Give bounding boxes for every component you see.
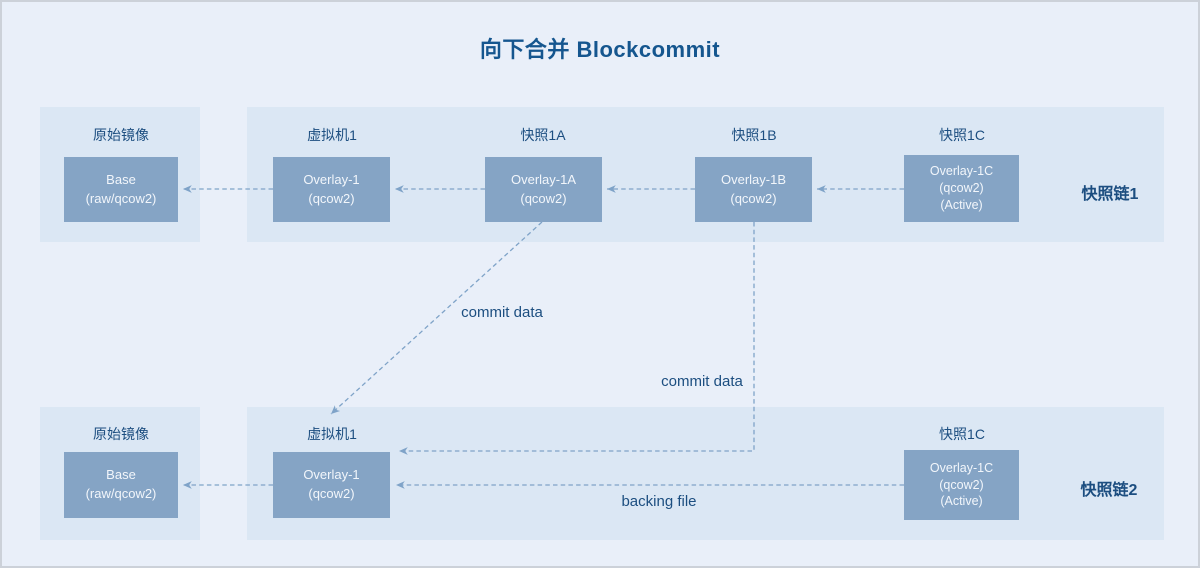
box-base-chain2-line1: Base (106, 467, 136, 483)
label-commit-data-1: commit data (461, 304, 543, 321)
label-backing-file: backing file (621, 493, 697, 510)
box-overlay1a: Overlay-1A (qcow2) (485, 157, 602, 222)
label-origin-image-chain1: 原始镜像 (93, 127, 149, 143)
box-overlay1c-chain1-line3: (Active) (940, 197, 983, 212)
box-overlay1c-chain1-line2: (qcow2) (939, 181, 984, 196)
box-base-chain1-line1: Base (106, 171, 136, 187)
box-overlay1-chain2: Overlay-1 (qcow2) (273, 452, 390, 518)
label-origin-image-chain2: 原始镜像 (93, 426, 149, 442)
label-snapshot-1b: 快照1B (731, 127, 777, 143)
label-chain2: 快照链2 (1080, 482, 1138, 499)
label-snapshot-1c-chain1: 快照1C (939, 127, 985, 143)
box-base-chain2: Base (raw/qcow2) (64, 452, 178, 518)
box-overlay1c-chain2-line1: Overlay-1C (929, 460, 994, 475)
box-overlay1-chain2-line1: Overlay-1 (303, 467, 360, 483)
label-vm1-chain2: 虚拟机1 (307, 426, 357, 442)
box-base-chain2-line2: (raw/qcow2) (85, 486, 157, 501)
box-base-chain1: Base (raw/qcow2) (64, 157, 178, 222)
box-overlay1c-chain2: Overlay-1C (qcow2) (Active) (904, 450, 1019, 520)
label-snapshot-1c-chain2: 快照1C (939, 426, 985, 442)
label-commit-data-2: commit data (661, 373, 743, 390)
box-overlay1a-line1: Overlay-1A (510, 171, 577, 187)
box-overlay1c-chain2-line3: (Active) (940, 494, 983, 509)
box-overlay1b-line1: Overlay-1B (720, 171, 787, 187)
box-overlay1-chain1: Overlay-1 (qcow2) (273, 157, 390, 222)
label-snapshot-1a: 快照1A (520, 127, 566, 143)
label-chain1: 快照链1 (1081, 186, 1139, 203)
box-overlay1-chain2-line2: (qcow2) (308, 486, 355, 501)
diagram-title: 向下合并 Blockcommit (479, 37, 721, 62)
box-overlay1b: Overlay-1B (qcow2) (695, 157, 812, 222)
box-overlay1-chain1-line1: Overlay-1 (303, 171, 360, 187)
box-overlay1c-chain1-line1: Overlay-1C (929, 164, 994, 179)
box-overlay1b-line2: (qcow2) (730, 190, 777, 206)
label-vm1-chain1: 虚拟机1 (307, 127, 357, 143)
box-overlay1a-line2: (qcow2) (520, 190, 567, 206)
box-overlay1-chain1-line2: (qcow2) (308, 190, 355, 206)
box-overlay1c-chain1: Overlay-1C (qcow2) (Active) (904, 155, 1019, 222)
box-overlay1c-chain2-line2: (qcow2) (939, 477, 984, 492)
box-base-chain1-line2: (raw/qcow2) (85, 190, 157, 206)
